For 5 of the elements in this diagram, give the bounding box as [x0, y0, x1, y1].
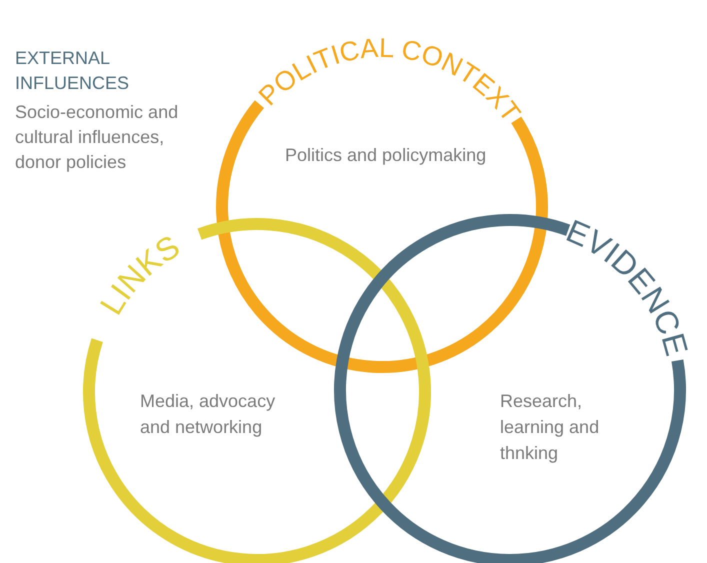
circle-text: Research, learning and thnking	[500, 390, 600, 465]
note-text: Socio-economic and cultural influences, donor policies	[15, 101, 180, 174]
circle-text: Politics and policymaking	[285, 144, 488, 167]
circle-text: Media, advocacy and networking	[140, 390, 276, 439]
heading: EXTERNAL INFLUENCES	[15, 47, 130, 95]
